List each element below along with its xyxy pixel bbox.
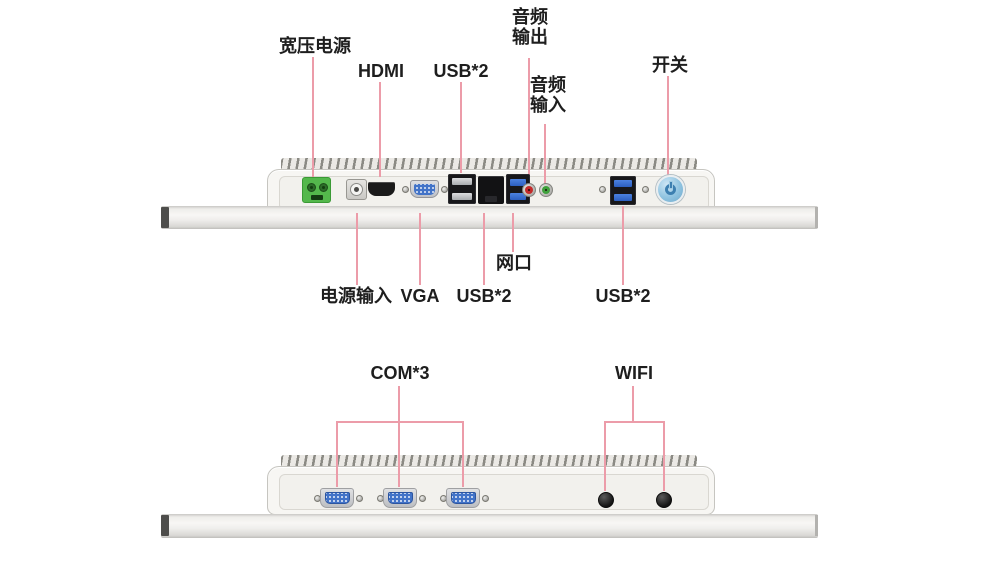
display-edge-slab (161, 514, 818, 538)
vga-port-icon (410, 180, 439, 198)
dc-power-jack-icon (346, 179, 367, 200)
slab-end-cap-left (161, 207, 169, 228)
audio-hole (545, 189, 547, 191)
label-wide-voltage-power: 宽压电源 (279, 36, 351, 56)
usb-tongue (614, 194, 632, 201)
slab-end-cap-right (815, 515, 818, 536)
label-hdmi: HDMI (358, 61, 404, 81)
label-usb2-left: USB*2 (456, 286, 512, 306)
usb-tongue (452, 193, 472, 200)
heatsink-fins (281, 455, 697, 467)
label-wifi: WIFI (615, 363, 653, 383)
heatsink-fins (281, 158, 697, 170)
com-bracket-drop-3 (462, 423, 464, 487)
screw-icon (402, 186, 409, 193)
vga-pin-face (414, 184, 435, 195)
dc-jack-pin (354, 187, 359, 192)
com-port-3-icon (446, 488, 480, 508)
leader-line-usb2-left (483, 213, 485, 285)
audio-hole (528, 189, 530, 191)
label-power-input: 电源输入 (320, 286, 392, 306)
leader-line-hdmi (379, 82, 381, 177)
label-audio-input: 音频输入 (530, 75, 566, 116)
label-lan: 网口 (496, 253, 532, 273)
screw-icon (419, 495, 426, 502)
leader-line-audio-in (544, 124, 546, 184)
leader-line-lan (512, 213, 514, 252)
rj45-notch (485, 196, 497, 202)
label-usb2-top: USB*2 (433, 61, 489, 81)
screw-icon (441, 186, 448, 193)
db9-pin-face (388, 492, 413, 504)
ethernet-port-icon (478, 176, 504, 204)
com-bracket-stem (398, 386, 400, 423)
usb-tongue (452, 178, 472, 185)
usb-tongue (614, 180, 632, 187)
audio-out-jack-icon (522, 183, 536, 197)
label-audio-output: 音频输出 (512, 7, 548, 48)
usb2-dual-port-icon (448, 174, 476, 204)
leader-line-usb2-right (622, 206, 624, 285)
wifi-antenna-2-icon (656, 492, 672, 508)
leader-line-switch (667, 76, 669, 176)
power-terminal-block-icon (302, 177, 331, 203)
label-power-switch: 开关 (652, 55, 688, 75)
com-port-1-icon (320, 488, 354, 508)
label-usb2-right: USB*2 (595, 286, 651, 306)
audio-in-jack-icon (539, 183, 553, 197)
db9-pin-face (325, 492, 350, 504)
leader-line-usb2-top (460, 82, 462, 173)
com-bracket-bar (336, 421, 464, 423)
com-bracket-drop-2 (398, 423, 400, 487)
leader-line-audio-out (528, 58, 530, 184)
wifi-bracket-stem (632, 386, 634, 423)
wifi-antenna-1-icon (598, 492, 614, 508)
wifi-bracket-drop-2 (663, 423, 665, 491)
db9-pin-face (451, 492, 476, 504)
terminal-wire-slot (311, 195, 323, 200)
screw-icon (642, 186, 649, 193)
screw-icon (356, 495, 363, 502)
label-com3: COM*3 (370, 363, 430, 383)
com-port-2-icon (383, 488, 417, 508)
slab-end-cap-right (815, 207, 818, 228)
power-symbol-bar (670, 182, 672, 188)
leader-line-power-input (356, 213, 358, 285)
power-button-icon (656, 175, 685, 204)
usb-tongue (510, 179, 526, 186)
wifi-bracket-drop-1 (604, 423, 606, 491)
com-bracket-drop-1 (336, 423, 338, 487)
screw-icon (482, 495, 489, 502)
leader-line-vga (419, 213, 421, 285)
leader-line-wide-voltage (312, 57, 314, 178)
usb3-dual-port-right-icon (610, 176, 636, 205)
wifi-bracket-bar (604, 421, 665, 423)
display-edge-slab (161, 206, 818, 229)
label-vga: VGA (400, 286, 440, 306)
terminal-screw-hole (307, 183, 316, 192)
usb-tongue (510, 193, 526, 200)
terminal-screw-hole (319, 183, 328, 192)
slab-end-cap-left (161, 515, 169, 536)
screw-icon (599, 186, 606, 193)
hdmi-port-icon (368, 182, 395, 196)
